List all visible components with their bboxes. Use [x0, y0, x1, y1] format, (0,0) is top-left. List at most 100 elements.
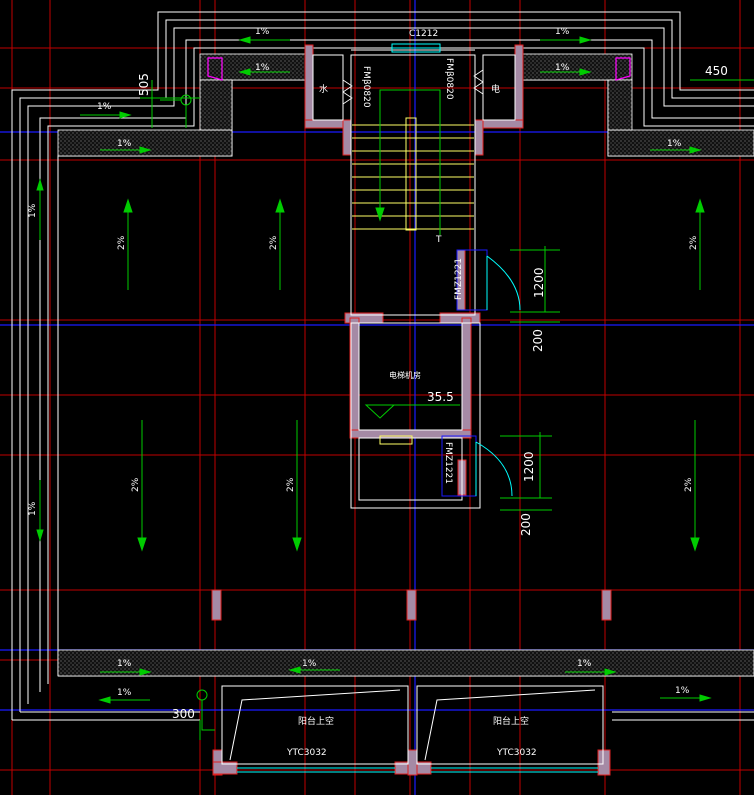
slope-label: 1% — [117, 688, 132, 698]
door-upper-label: FMZ1221 — [454, 258, 464, 300]
slope-label: 2% — [117, 235, 127, 250]
balcony-left — [221, 685, 409, 765]
parapet-line-inner3 — [47, 47, 754, 684]
slope-label: 2% — [269, 235, 279, 250]
pipe-line — [160, 99, 187, 128]
column — [406, 589, 417, 621]
slope-label: 1% — [117, 139, 132, 149]
wall-segment — [407, 749, 418, 776]
balconies — [221, 685, 604, 773]
wall-segment — [342, 119, 352, 156]
stair-handrail — [405, 117, 417, 231]
wall-segment — [304, 44, 314, 128]
dim-1200-b-label: 1200 — [522, 451, 536, 482]
door-upper-swing — [486, 255, 521, 311]
wall-segment — [597, 749, 611, 776]
column — [211, 589, 222, 621]
slope-label: 2% — [131, 477, 141, 492]
balcony-right-label: 阳台上空 — [493, 715, 529, 727]
balcony-right — [416, 685, 604, 765]
dim-450-label: 450 — [705, 64, 728, 78]
gutter-right-upright — [607, 79, 633, 131]
wall-segment — [474, 119, 484, 156]
slope-arrowhead — [98, 696, 111, 704]
slope-label: 1% — [577, 659, 592, 669]
gutters — [57, 53, 754, 677]
slope-arrows-small — [36, 36, 712, 704]
ytc-right-label: YTC3032 — [496, 748, 537, 758]
parapet-outline — [11, 11, 754, 721]
water-room — [312, 54, 344, 121]
slope-arrowhead — [238, 68, 251, 76]
gutter-left-upright — [199, 79, 233, 131]
slope-label: 1% — [302, 659, 317, 669]
slope-label: 1% — [555, 63, 570, 73]
window-label: C1212 — [409, 29, 438, 39]
dimension-lines — [140, 79, 754, 740]
slope-arrowhead — [139, 146, 152, 154]
slope-arrows-big — [123, 198, 705, 552]
drain-icon — [615, 57, 631, 81]
dim-505 — [140, 80, 200, 128]
gutter-top-right-upper — [519, 53, 633, 81]
slope-arrowhead — [238, 36, 251, 44]
wall-segment — [349, 429, 472, 439]
slope-arrowhead — [689, 146, 702, 154]
dim-1200-a-label: 1200 — [532, 267, 546, 298]
gutter-top-right — [607, 129, 754, 157]
elevation-triangle-icon — [364, 404, 396, 419]
elevation-label: 35.5 — [427, 390, 454, 404]
slope-arrowhead — [699, 694, 712, 702]
slope-arrowhead — [292, 537, 302, 552]
lower-room-box — [358, 437, 463, 501]
stair-arrow-path — [379, 89, 441, 235]
slope-label: 1% — [117, 659, 132, 669]
dim-200-a-label: 200 — [531, 329, 545, 352]
elec-room-label: 电 — [491, 83, 500, 95]
dim-200-b-label: 200 — [519, 513, 533, 536]
stair-direction — [375, 89, 441, 235]
fire-window-left-symbol — [342, 79, 353, 105]
slope-arrowhead — [604, 668, 617, 676]
slope-label: 1% — [255, 63, 270, 73]
slope-label: 1% — [28, 203, 38, 218]
dim-505-label: 505 — [137, 73, 151, 96]
rain-pipes — [160, 94, 215, 731]
pipe-line — [201, 700, 215, 731]
drain-icon — [207, 57, 223, 81]
elevation-marker — [364, 404, 460, 419]
slope-label: 2% — [684, 477, 694, 492]
parapet-line-mid — [19, 19, 754, 712]
slope-label: 1% — [255, 27, 270, 37]
slope-label: 1% — [28, 501, 38, 516]
slope-labels: 1% 1% 1% 1% 1% 1% 1% 1% 1% 1% 1% 1% 1% 1… — [28, 27, 690, 698]
column — [601, 589, 612, 621]
dim-300-label: 300 — [172, 707, 195, 721]
parapet-line-inner — [27, 27, 754, 704]
slope-arrowhead — [579, 36, 592, 44]
water-room-label: 水 — [319, 83, 328, 95]
parapet-line-inner2 — [39, 39, 754, 692]
big-slope-labels: 2% 2% 2% 2% 2% 2% — [117, 235, 699, 492]
core-outer — [350, 322, 481, 509]
slope-label: 2% — [689, 235, 699, 250]
fire-window-right-symbol — [473, 69, 484, 95]
machine-room-label: 电梯机房 — [389, 370, 421, 380]
slope-label: 1% — [97, 102, 112, 112]
stair-treads — [352, 117, 474, 231]
wall-segment — [461, 317, 472, 437]
slope-arrowhead — [579, 68, 592, 76]
slope-label: 1% — [675, 686, 690, 696]
slope-arrowhead — [137, 537, 147, 552]
door-lower-label: FMZ1221 — [443, 442, 453, 484]
elec-room — [482, 54, 516, 121]
slope-arrowhead — [690, 537, 700, 552]
slope-label: 2% — [286, 477, 296, 492]
doors — [441, 249, 521, 497]
stair-arrowhead — [375, 207, 385, 222]
dim-1200-a — [510, 246, 560, 313]
stair-shaft — [350, 54, 476, 316]
slope-arrowhead — [36, 178, 44, 191]
wall-segment — [514, 44, 524, 128]
slope-arrowhead — [36, 529, 44, 542]
